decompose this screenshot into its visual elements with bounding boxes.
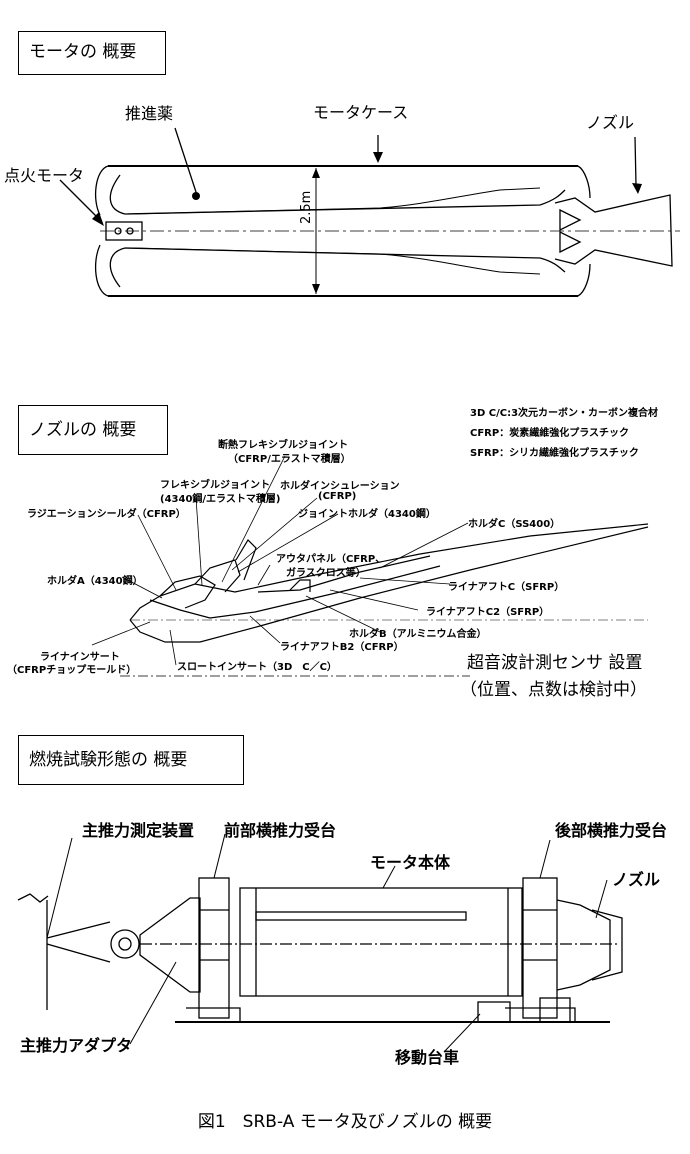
figure-caption: 図1 SRB-A モータ及びノズルの 概要 [197,1112,493,1132]
nozzle-diagram [91,455,649,677]
nozzle-label-1: ノズル [586,113,635,132]
motor-diagram [59,127,680,297]
cart-label: 移動台車 [395,1048,460,1067]
part-label: 断熱フレキシブルジョイント [218,440,348,451]
thrust-measure-label: 主推力測定装置 [82,821,195,840]
motor-body-label: モータ本体 [370,853,451,872]
section3-title: 燃焼試験形態の 概要 [18,735,244,785]
part-label: （CFRPチョップモールド） [7,665,137,676]
section1-title: モータの 概要 [18,31,166,75]
front-stand-label: 前部横推力受台 [224,821,337,840]
firing-test-diagram [17,833,623,1053]
part-label: ラジエーションシールダ（CFRP） [27,509,186,520]
part-label: ホルダインシュレーション [280,481,400,492]
part-label: (4340鋼/エラストマ積層) [160,494,281,505]
part-label: スロートインサート（3D C／C） [177,662,337,673]
part-label: ライナアフトC2（SFRP） [426,607,550,618]
propellant-label: 推進薬 [125,104,174,123]
legend-sfrp: SFRP：シリカ繊維強化プラスチック [470,448,639,459]
adapter-label: 主推力アダプタ [20,1036,133,1055]
part-label: フレキシブルジョイント [160,480,270,491]
part-label: アウタパネル（CFRP、 [276,554,386,565]
legend-3dcc: 3D C/C:3次元カーボン・カーボン複合材 [470,408,659,419]
part-label: ライナインサート [40,652,120,663]
part-label: ライナアフトC（SFRP） [448,582,565,593]
part-label: ホルダC（SS400） [468,519,561,530]
nozzle-label-3: ノズル [612,870,661,889]
part-label: (CFRP) [318,491,357,502]
part-label: ホルダA（4340鋼） [47,576,143,587]
legend-cfrp: CFRP：炭素繊維強化プラスチック [470,428,629,439]
ultrasonic-sensor-note: 超音波計測センサ 設置 [467,653,643,673]
motor-case-label: モータケース [313,103,409,122]
part-label: ライナアフトB2（CFRP） [280,642,404,653]
part-label: （CFRP/エラストマ積層） [228,454,351,465]
ultrasonic-sensor-note: （位置、点数は検討中） [460,680,647,700]
part-label: ガラスクロス等） [286,568,366,579]
part-label: ジョイントホルダ（4340鋼） [298,509,436,520]
igniter-label: 点火モータ [4,166,85,185]
rear-stand-label: 後部横推力受台 [555,821,668,840]
section2-title: ノズルの 概要 [18,405,168,455]
part-label: ホルダB（アルミニウム合金） [349,629,487,640]
